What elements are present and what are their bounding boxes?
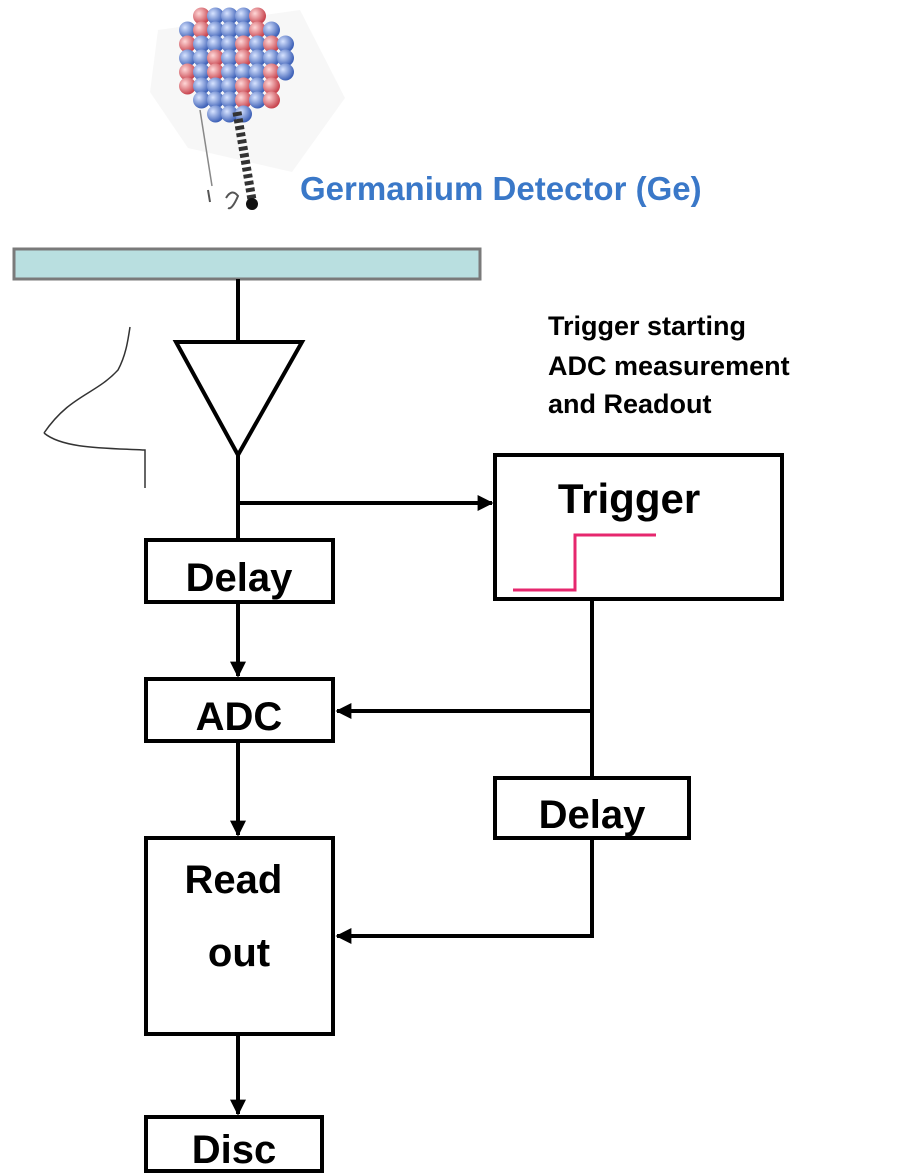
amplifier-triangle xyxy=(172,340,306,460)
nucleon xyxy=(263,91,280,109)
nucleon xyxy=(207,21,224,39)
beta-particle-track-icon xyxy=(199,109,258,210)
nucleon xyxy=(249,77,266,95)
detector-label: Germanium Detector (Ge) xyxy=(300,170,702,207)
nucleon xyxy=(263,21,280,39)
nucleon xyxy=(221,7,238,25)
trigger-note-line: ADC measurement xyxy=(548,351,790,381)
nucleon xyxy=(249,63,266,81)
trigger-block xyxy=(493,453,784,601)
atomic-nucleus-icon xyxy=(150,7,345,172)
nucleon xyxy=(277,49,294,67)
nucleon xyxy=(263,77,280,95)
adc-block xyxy=(144,677,335,743)
pulse-tail-sketch xyxy=(43,432,146,488)
nucleon xyxy=(263,49,280,67)
nucleon xyxy=(207,77,224,95)
nucleon xyxy=(207,7,224,25)
nucleon xyxy=(235,35,252,53)
nucleon xyxy=(193,49,210,67)
trigger-delay-to-readout-wire xyxy=(335,838,594,944)
nucleon xyxy=(249,35,266,53)
disc-label: Disc xyxy=(192,1128,277,1172)
nucleon xyxy=(221,35,238,53)
nucleon xyxy=(221,91,238,109)
nucleon xyxy=(179,21,196,39)
nucleon xyxy=(221,63,238,81)
nucleon xyxy=(263,35,280,53)
nucleon xyxy=(193,91,210,109)
trigger-note-line: Trigger starting xyxy=(548,311,746,341)
trigger-delay-block xyxy=(493,776,691,840)
nucleon xyxy=(235,21,252,39)
nucleon xyxy=(179,63,196,81)
adc-label: ADC xyxy=(196,695,283,739)
nucleon xyxy=(249,49,266,67)
nucleon xyxy=(193,7,210,25)
nucleon xyxy=(193,21,210,39)
nucleon xyxy=(221,77,238,95)
nucleon xyxy=(249,91,266,109)
nucleon xyxy=(207,63,224,81)
nucleon xyxy=(263,63,280,81)
trigger-label: Trigger xyxy=(558,475,700,522)
trigger-delay-label: Delay xyxy=(539,793,646,837)
nucleon xyxy=(249,7,266,25)
nucleon xyxy=(207,49,224,67)
detector-bar xyxy=(12,247,482,281)
nucleon xyxy=(235,63,252,81)
delay-block xyxy=(144,538,335,604)
nucleon xyxy=(221,49,238,67)
disc-block xyxy=(144,1115,324,1173)
nucleon xyxy=(235,105,252,123)
nucleon xyxy=(207,91,224,109)
nucleon xyxy=(221,21,238,39)
nucleon xyxy=(179,35,196,53)
nucleon xyxy=(277,35,294,53)
pulse-shape-sketch xyxy=(43,326,131,434)
nucleon xyxy=(179,77,196,95)
nucleon xyxy=(235,49,252,67)
readout-label-line: Read xyxy=(185,858,283,902)
nucleon xyxy=(249,21,266,39)
nucleon xyxy=(193,63,210,81)
nucleon xyxy=(193,35,210,53)
nucleon xyxy=(207,35,224,53)
trigger-note-line: and Readout xyxy=(548,389,712,419)
readout-label-line: out xyxy=(208,931,270,975)
nucleon xyxy=(193,77,210,95)
nucleon xyxy=(207,105,224,123)
nucleon xyxy=(277,63,294,81)
trigger-step-signal xyxy=(513,533,656,592)
readout-label: Read out xyxy=(185,858,294,975)
nucleon xyxy=(235,7,252,25)
nucleon xyxy=(221,105,238,123)
delay-label: Delay xyxy=(186,556,293,600)
trigger-note: Trigger starting ADC measurement and Rea… xyxy=(548,311,797,419)
nucleon xyxy=(235,91,252,109)
nucleon xyxy=(235,77,252,95)
nucleon xyxy=(179,49,196,67)
